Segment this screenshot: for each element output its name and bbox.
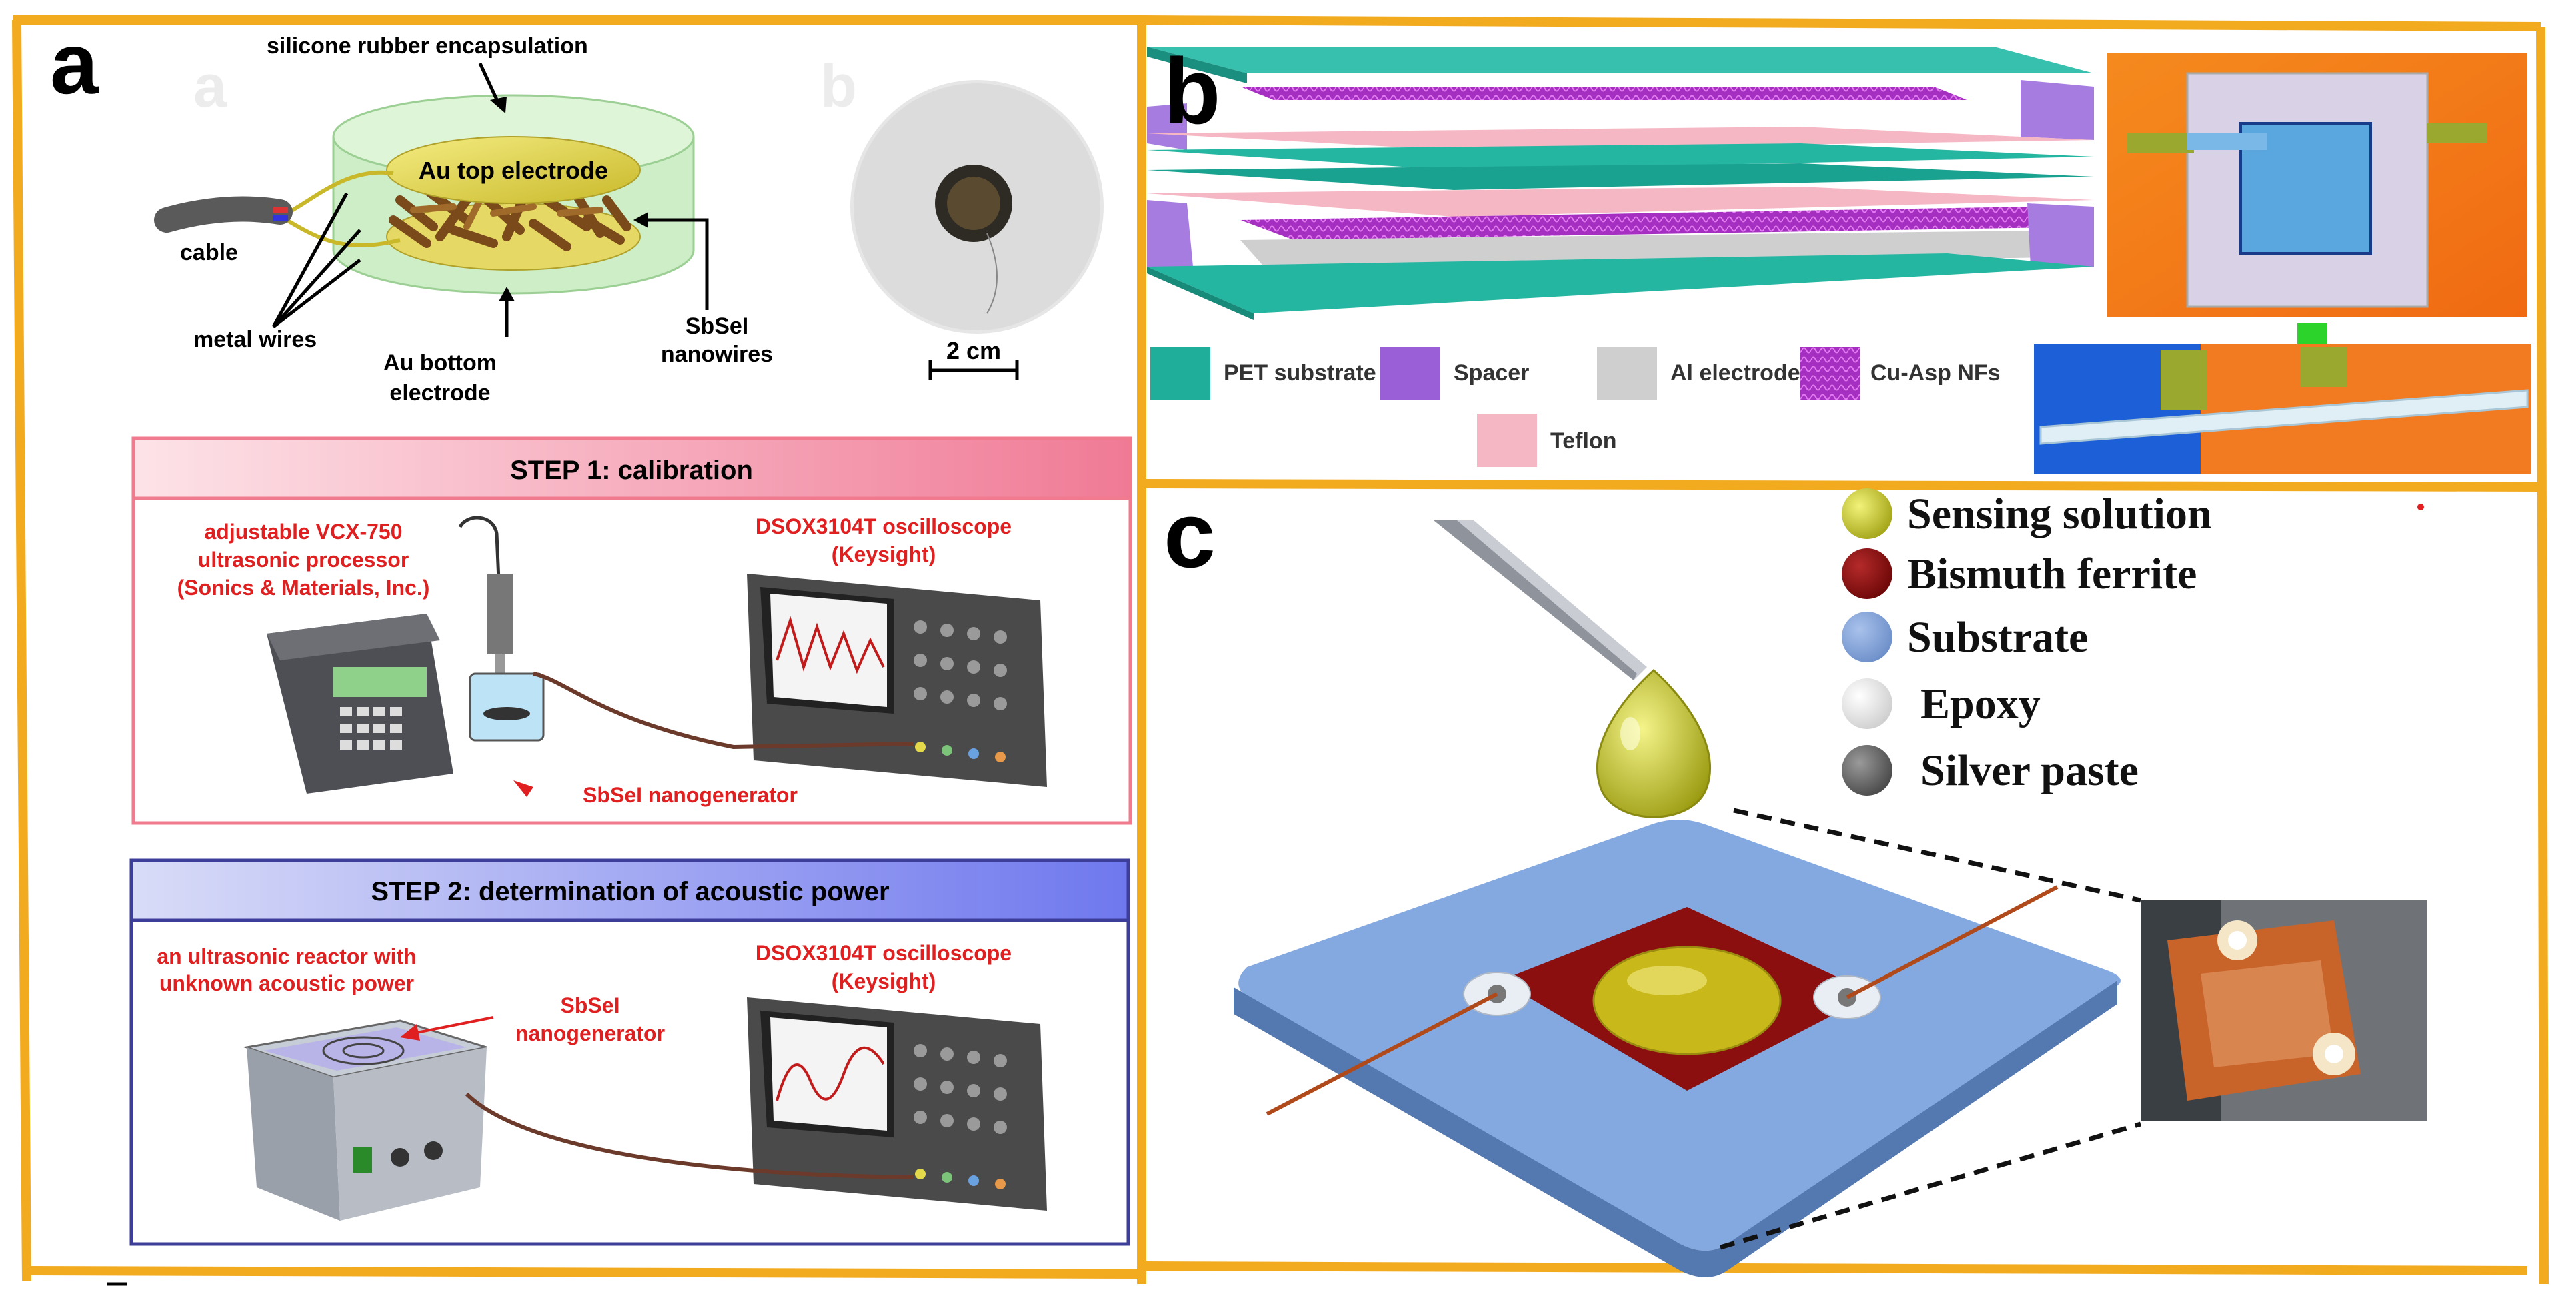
ghost-letter-b: b [820, 53, 857, 120]
legend-item-epoxy: Epoxy [1842, 678, 2041, 729]
panel-a: a a b Au top electrode [50, 15, 1132, 1246]
device-photo-top [2107, 53, 2527, 317]
nanogenerator-device: Au top electrode [154, 94, 695, 295]
legend-swatch-al [1597, 347, 1657, 400]
legend-item-sensing-solution: Sensing solution [1842, 488, 2212, 539]
metal-wires-label: metal wires [193, 327, 317, 352]
legend-swatch-pet [1150, 347, 1210, 400]
legend-swatch-nf [1800, 347, 1860, 400]
wire-arrows [271, 192, 361, 328]
reactor-label-1: an ultrasonic reactor with [157, 944, 416, 968]
processor-label-2: ultrasonic processor [198, 548, 409, 572]
legend-swatch-teflon [1477, 414, 1537, 467]
nanowires-label-2: nanowires [661, 342, 773, 367]
device-photo-side [2034, 344, 2531, 474]
nanogen2-label-2: nanogenerator [515, 1021, 665, 1045]
legend-item-substrate: Substrate [1842, 612, 2088, 662]
legend-label-silver-paste: Silver paste [1920, 746, 2139, 795]
legend-swatch-substrate [1842, 612, 1892, 662]
legend-label-spacer: Spacer [1454, 360, 1529, 386]
processor-label-3: (Sonics & Materials, Inc.) [177, 576, 430, 600]
legend-item-silver-paste: Silver paste [1842, 745, 2139, 796]
callout-line-top [1733, 808, 2141, 903]
nanowires-label-1: SbSeI [686, 313, 748, 339]
device-photo [850, 80, 1104, 334]
nanogen1-label: SbSeI nanogenerator [583, 783, 798, 807]
legend-swatch-bismuth-ferrite [1842, 548, 1892, 599]
panel-c-legend: Sensing solution Bismuth ferrite Substra… [1842, 488, 2212, 796]
legend-swatch-spacer [1380, 347, 1440, 400]
wire-right [1846, 885, 2059, 999]
encapsulation-label: silicone rubber encapsulation [267, 33, 588, 59]
processor-label-1: adjustable VCX-750 [205, 520, 403, 544]
ultrasonic-processor [267, 614, 453, 794]
scope2-label-1: DSOX3104T oscilloscope [756, 941, 1012, 965]
layered-device [1147, 47, 2094, 320]
bottom-electrode-label-1: Au bottom [383, 350, 497, 376]
scope1-label-2: (Keysight) [832, 542, 936, 566]
scope1-label-1: DSOX3104T oscilloscope [756, 514, 1012, 538]
legend-label-pet: PET substrate [1224, 360, 1376, 386]
scale-label: 2 cm [946, 337, 1001, 364]
substrate [1234, 819, 2121, 1277]
nanogen2-label-1: SbSeI [561, 993, 620, 1017]
legend-swatch-epoxy [1842, 678, 1892, 729]
cable-label: cable [180, 240, 238, 265]
panel-b-letter: b [1164, 39, 1221, 143]
legend-label-nf: Cu-Asp NFs [1870, 360, 2001, 386]
panel-c-letter: c [1164, 482, 1216, 587]
step2-box: STEP 2: determination of acoustic power … [129, 858, 1130, 1246]
oscilloscope-2 [747, 997, 1047, 1211]
step2-title: STEP 2: determination of acoustic power [371, 877, 889, 906]
legend-label-sensing-solution: Sensing solution [1907, 490, 2212, 538]
legend-item-nf: Cu-Asp NFs [1800, 347, 2001, 400]
legend-label-epoxy: Epoxy [1920, 680, 2041, 728]
bottom-electrode-label-2: electrode [389, 380, 490, 406]
panel-b: b PET substrate Spacer Al electrode Cu-A… [1147, 39, 2531, 510]
scale-bar [928, 360, 1019, 380]
legend-label-al: Al electrode [1670, 360, 1800, 386]
ultrasonic-reactor [243, 1019, 487, 1221]
legend-label-teflon: Teflon [1550, 428, 1616, 454]
panel-c: c [1164, 482, 2427, 1277]
legend-item-teflon: Teflon [1477, 414, 1616, 467]
legend-swatch-sensing-solution [1842, 488, 1892, 539]
reactor-label-2: unknown acoustic power [159, 971, 414, 995]
legend-item-al: Al electrode [1597, 347, 1800, 400]
wire-left [1266, 992, 1498, 1116]
step1-title: STEP 1: calibration [510, 456, 753, 485]
legend-item-pet: PET substrate [1150, 347, 1376, 400]
top-electrode-label: Au top electrode [419, 157, 608, 184]
panel-b-legend: PET substrate Spacer Al electrode Cu-Asp… [1150, 347, 2001, 467]
legend-item-spacer: Spacer [1380, 347, 1529, 400]
legend-label-substrate: Substrate [1907, 613, 2088, 662]
red-dot [2417, 504, 2424, 510]
legend-swatch-silver-paste [1842, 745, 1892, 796]
ghost-letter-a: a [193, 53, 227, 120]
legend-label-bismuth-ferrite: Bismuth ferrite [1907, 550, 2197, 598]
legend-item-bismuth-ferrite: Bismuth ferrite [1842, 548, 2197, 599]
callout-line-bottom [1720, 1121, 2141, 1250]
micrograph-photo [2141, 900, 2427, 1121]
step1-box: STEP 1: calibration adjustable VCX-750 u… [131, 436, 1132, 825]
frame-lines [12, 15, 2549, 1285]
droplet [1596, 668, 1711, 818]
panel-a-letter: a [50, 15, 99, 112]
oscilloscope-1 [747, 574, 1047, 787]
scope2-label-2: (Keysight) [832, 969, 936, 993]
